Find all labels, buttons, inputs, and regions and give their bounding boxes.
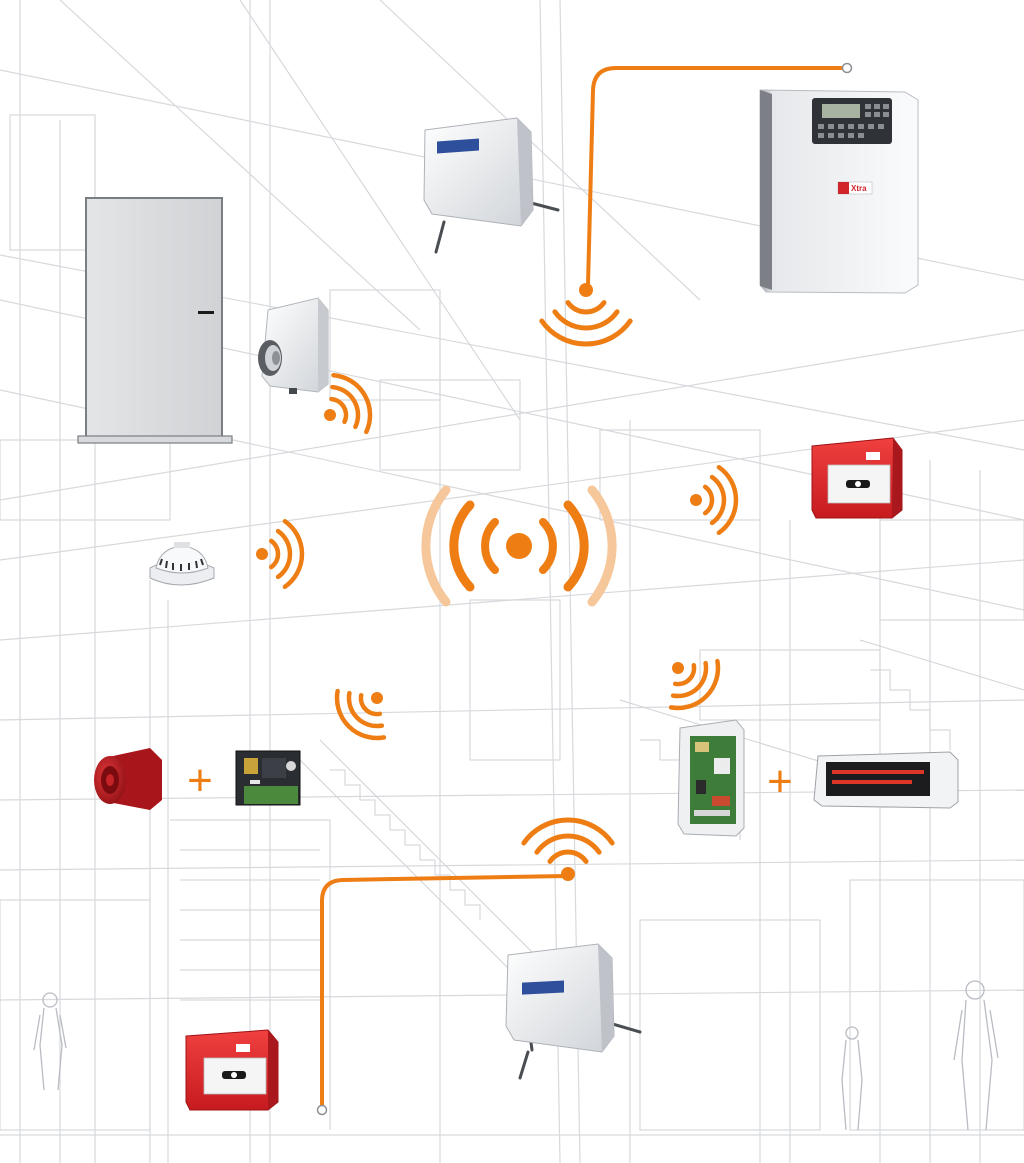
person-right-sketch [953,980,999,1131]
person-middle-sketch [841,1026,863,1131]
signal-waves-smoke-detector-arc-2 [275,528,293,580]
signal-waves-io-module-arc-1 [672,662,697,687]
wireless-expander-bottom-icon [505,943,642,1080]
led-message-display-icon [813,751,959,809]
central-hub-icon [421,485,617,607]
panel-brand-mark: Xtra [851,184,867,193]
signal-waves-bottom-expander-arc-1 [547,849,589,864]
signal-waves-door-holder-arc-2 [330,384,361,430]
wired-link-bottom-terminal [316,1104,328,1116]
signal-waves-smoke-detector-dot [256,548,268,560]
signal-waves-door-holder-icon [324,372,373,435]
signal-waves-top-expander-arc-3 [539,318,633,347]
signal-waves-call-point-icon [690,464,739,536]
signal-waves-top-expander-arc-2 [552,309,620,331]
signal-waves-top-expander-dot [579,283,593,297]
alarm-sounder-icon [94,748,162,810]
staircase-sketch [170,639,1024,1130]
manual-call-point-left-icon [185,1029,279,1111]
person-left-sketch [33,992,67,1091]
signal-waves-door-holder-dot [324,409,336,421]
plus-sign-right: + [767,757,793,806]
fire-door-icon [77,197,233,444]
wired-link-top-terminal [841,62,853,74]
signal-waves-top-expander-arc-1 [565,300,607,315]
signal-waves-sounder-icon [334,688,387,741]
input-output-module-icon [677,719,745,837]
signal-waves-io-module-dot [672,662,684,674]
signal-waves-call-point-dot [690,494,702,506]
signal-waves-door-holder-arc-1 [329,396,349,425]
signal-waves-smoke-detector-icon [256,518,305,590]
signal-waves-door-holder-arc-3 [331,372,373,435]
manual-call-point-right-icon [811,437,903,519]
signal-waves-sounder-arc-1 [358,692,383,717]
signal-waves-call-point-arc-1 [702,484,715,516]
signal-waves-bottom-expander-arc-2 [534,833,602,855]
signal-waves-bottom-expander-dot [561,867,575,881]
smoke-detector-icon [149,542,215,586]
signal-waves-call-point-arc-3 [716,464,739,536]
signal-waves-io-module-arc-3 [668,658,721,711]
magnetic-door-holder-icon [258,297,329,394]
signal-waves-bottom-expander-arc-3 [521,817,615,846]
people-sketch [33,980,999,1131]
plus-sign-left: + [187,756,213,805]
signal-waves-top-expander-icon [539,283,633,347]
signal-waves-smoke-detector-arc-3 [282,518,305,590]
wired-link-top [586,66,848,287]
wireless-expander-top-icon [423,117,560,254]
signal-waves-bottom-expander-icon [521,817,615,881]
wireless-module-board-icon [235,750,301,806]
wired-link-bottom [320,874,568,1110]
signal-waves-call-point-arc-2 [709,474,727,526]
signal-waves-io-module-arc-2 [670,660,709,699]
signal-waves-sounder-arc-2 [346,690,385,729]
wireless-signal-layer [256,283,739,881]
signal-waves-sounder-dot [371,692,383,704]
fire-alarm-control-panel-icon: Xtra [759,89,919,294]
signal-waves-smoke-detector-arc-1 [268,538,281,570]
signal-waves-sounder-arc-3 [334,688,387,741]
signal-waves-io-module-icon [668,658,721,711]
